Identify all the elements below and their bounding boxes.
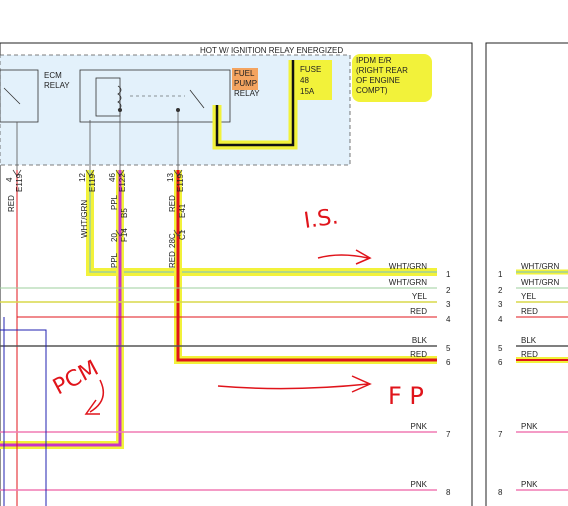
ecm-relay-label-2: RELAY xyxy=(44,81,70,90)
wire-color-label: RED xyxy=(168,251,177,268)
wire-color-label: PNK xyxy=(411,480,428,489)
arrow-fp xyxy=(217,375,372,393)
wire-number-label: 2 xyxy=(446,286,451,295)
connector-markers xyxy=(12,169,183,237)
connector-id-label: E119 xyxy=(88,173,97,192)
wire-number-label: 3 xyxy=(498,300,503,309)
wire-number-label: 7 xyxy=(446,430,451,439)
wire-color-label: RED xyxy=(521,307,538,316)
pdm-label-4: COMPT) xyxy=(356,86,388,95)
wire-color-label: BLK xyxy=(521,336,537,345)
fuse-label-2: 48 xyxy=(300,76,309,85)
wire-number-label: 8 xyxy=(498,488,503,497)
wire-color-label: YEL xyxy=(412,292,428,301)
fuel-pump-relay-label-3: RELAY xyxy=(234,89,260,98)
page-border-main xyxy=(0,42,473,506)
wire-color-label: RED xyxy=(410,350,427,359)
pdm-highlight xyxy=(352,54,432,102)
connector-id-label: F14 xyxy=(120,228,129,242)
wire-color-label: WHT/GRN xyxy=(521,278,559,287)
connector-id-label: E119 xyxy=(176,173,185,192)
wire-number-label: 2 xyxy=(498,286,503,295)
wire-number-label: 4 xyxy=(446,315,451,324)
wire-number-label: 3 xyxy=(446,300,451,309)
wire-color-label: WHT/GRN xyxy=(389,262,427,271)
wire-color-label: PNK xyxy=(411,422,428,431)
wire-color-label: PNK xyxy=(521,480,538,489)
wire-number-label: 7 xyxy=(498,430,503,439)
wire-blue-loop xyxy=(0,329,47,506)
connector-id-label: C1 xyxy=(178,229,187,240)
wire-color-label: RED xyxy=(7,195,16,212)
fuel-pump-relay-label-2: PUMP xyxy=(234,79,257,88)
wire-color-label: WHT/GRN xyxy=(521,262,559,271)
wire-number-label: 5 xyxy=(498,344,503,353)
arrow-pcm xyxy=(84,379,105,415)
wire-number-label: 1 xyxy=(498,270,503,279)
wire-color-label: PNK xyxy=(521,422,538,431)
relay-to-fuse-wire xyxy=(215,60,295,147)
pdm-label-2: (RIGHT REAR xyxy=(356,66,408,75)
annotation-is: I.S. xyxy=(302,204,340,234)
wire-color-label: YEL xyxy=(521,292,537,301)
connector-pin-label: 13 xyxy=(166,173,175,182)
connector-id-label: E41 xyxy=(178,203,187,218)
connector-id-label: E122 xyxy=(118,173,127,192)
wire-color-label: WHT/GRN xyxy=(80,200,89,238)
wire-color-label: BLK xyxy=(412,336,428,345)
wire-number-label: 6 xyxy=(498,358,503,367)
wire-number-label: 1 xyxy=(446,270,451,279)
fuel-pump-relay-label-1: FUEL xyxy=(234,69,255,78)
connector-id-label: B5 xyxy=(120,208,129,218)
wire-color-label: PPL xyxy=(110,194,119,210)
wire-color-label: RED xyxy=(410,307,427,316)
fuse-label-3: 15A xyxy=(300,87,315,96)
fuel-pump-relay-body xyxy=(79,69,231,123)
fuel-pump-relay-highlight xyxy=(232,68,258,90)
wire-color-label: RED xyxy=(521,350,538,359)
wire-color-label: WHT/GRN xyxy=(389,278,427,287)
connector-pin-label: 20 xyxy=(110,233,119,242)
fuse-highlight xyxy=(296,60,332,100)
wire-number-label: 5 xyxy=(446,344,451,353)
connector-id-label: E119 xyxy=(15,173,24,192)
ecm-relay-label-1: ECM xyxy=(44,71,62,80)
connector-pin-label: 4 xyxy=(5,177,14,182)
connector-pin-label: 46 xyxy=(108,173,117,182)
fuse-label-1: FUSE xyxy=(300,65,321,74)
annotation-fp: F P xyxy=(388,382,424,410)
wire-number-label: 6 xyxy=(446,358,451,367)
header-title: HOT W/ IGNITION RELAY ENERGIZED xyxy=(200,46,343,55)
wire-number-label: 8 xyxy=(446,488,451,497)
pdm-label-3: OF ENGINE xyxy=(356,76,400,85)
ecm-relay-body xyxy=(0,69,39,123)
highlighted-wires xyxy=(0,170,437,449)
connector-pin-label: 12 xyxy=(78,173,87,182)
connector-pin-label: 28C xyxy=(168,233,177,248)
pdm-label-1: IPDM E/R xyxy=(356,56,392,65)
wire-color-label: PPL xyxy=(110,252,119,268)
wire-color-label: RED xyxy=(168,195,177,212)
annotation-pcm: PCM xyxy=(49,356,103,400)
page-border-next xyxy=(485,42,568,506)
wire-number-label: 4 xyxy=(498,315,503,324)
arrow-is xyxy=(317,249,372,265)
